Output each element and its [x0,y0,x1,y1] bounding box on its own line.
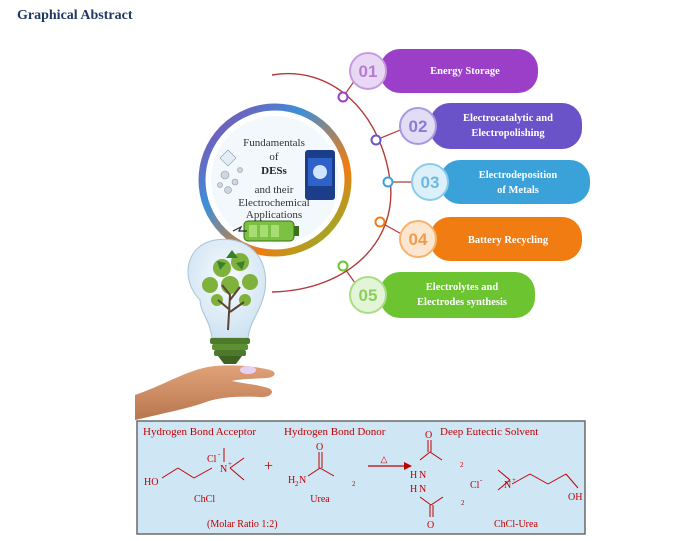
item-label: Electrodeposition [479,170,558,181]
product-cl-label: Cl [470,480,480,491]
product-cl-charge: - [480,476,483,484]
graphical-abstract-heading: Graphical Abstract [17,8,133,23]
product-h2n-a: H [410,470,417,481]
product-nh2-top-sub: 2 [460,461,464,469]
cl-label: Cl [207,454,217,465]
item-label: Energy Storage [430,66,500,77]
item-number: 03 [421,173,440,192]
item-label-line2: of Metals [497,185,539,196]
urea-h2n-sub: 2 [295,480,299,488]
urea-nh2-sub: 2 [352,480,356,488]
des-title: Deep Eutectic Solvent [440,426,538,438]
item-label-line2: Electrodes synthesis [417,297,507,308]
item-pill-01: 01 Energy Storage [349,49,538,93]
item-label: Battery Recycling [468,235,549,246]
battery-icon [232,220,299,242]
product-n-a: N [419,470,426,481]
molar-ratio-label: (Molar Ratio 1:2) [207,519,278,530]
item-label-line2: Electropolishing [471,128,545,139]
item-pill-04: 04 Battery Recycling [399,217,582,261]
center-line6: Applications [246,209,302,221]
n-charge: + [228,460,232,468]
product-n-charge: + [512,476,516,484]
chcl-label: ChCl [194,494,215,505]
molecule-icon [217,149,243,194]
item-label: Electrocatalytic and [463,113,553,124]
center-line2: of [269,151,279,163]
center-line3: DESs [261,165,287,177]
urea-oxygen: O [316,442,323,453]
item-number: 04 [409,230,428,249]
battery-pack-icon [305,150,335,200]
product-n-label: N [504,480,511,491]
center-line1: Fundamentals [243,137,305,149]
hba-title: Hydrogen Bond Acceptor [143,426,256,438]
hbd-title: Hydrogen Bond Donor [284,426,386,438]
urea-label: Urea [310,494,330,505]
item-number: 02 [409,117,428,136]
item-label: Electrolytes and [426,282,499,293]
urea-structure [307,452,335,477]
item-number: 01 [359,62,378,81]
product-oxygen-top: O [425,430,432,441]
reaction-arrow [368,462,412,470]
center-line4: and their [255,184,294,196]
item-number: 05 [359,286,378,305]
choline-chloride-structure [161,448,245,481]
item-pill-03: 03 Electrodeposition of Metals [411,160,590,204]
center-line5: Electrochemical [238,197,309,209]
ho-label: HO [144,477,158,488]
urea-h2n-n: N [299,475,306,486]
hand-icon [135,365,275,420]
product-h2n-b: H [410,484,417,495]
cl-charge: - [218,450,221,458]
product-n-b: N [419,484,426,495]
center-circle: Fundamentals of DESs and their Electroch… [198,103,352,257]
n-label: N [220,464,227,475]
plus-sign: + [264,458,273,475]
product-structure [419,440,579,517]
product-oxygen-bot: O [427,520,434,531]
heat-symbol: △ [381,454,388,464]
reaction-box: Hydrogen Bond Acceptor Hydrogen Bond Don… [136,420,586,535]
recycle-icon [217,250,245,270]
product-oh-label: OH [568,492,582,503]
product-label: ChCl-Urea [494,519,538,530]
item-pill-05: 05 Electrolytes and Electrodes synthesis [349,272,535,318]
product-nh2-bot-sub: 2 [461,499,465,507]
lightbulb-tree-icon [187,238,267,364]
connector-dots [337,91,394,272]
connector-lines [342,72,418,291]
item-pill-02: 02 Electrocatalytic and Electropolishing [399,103,582,149]
urea-h2n: H [288,475,295,486]
